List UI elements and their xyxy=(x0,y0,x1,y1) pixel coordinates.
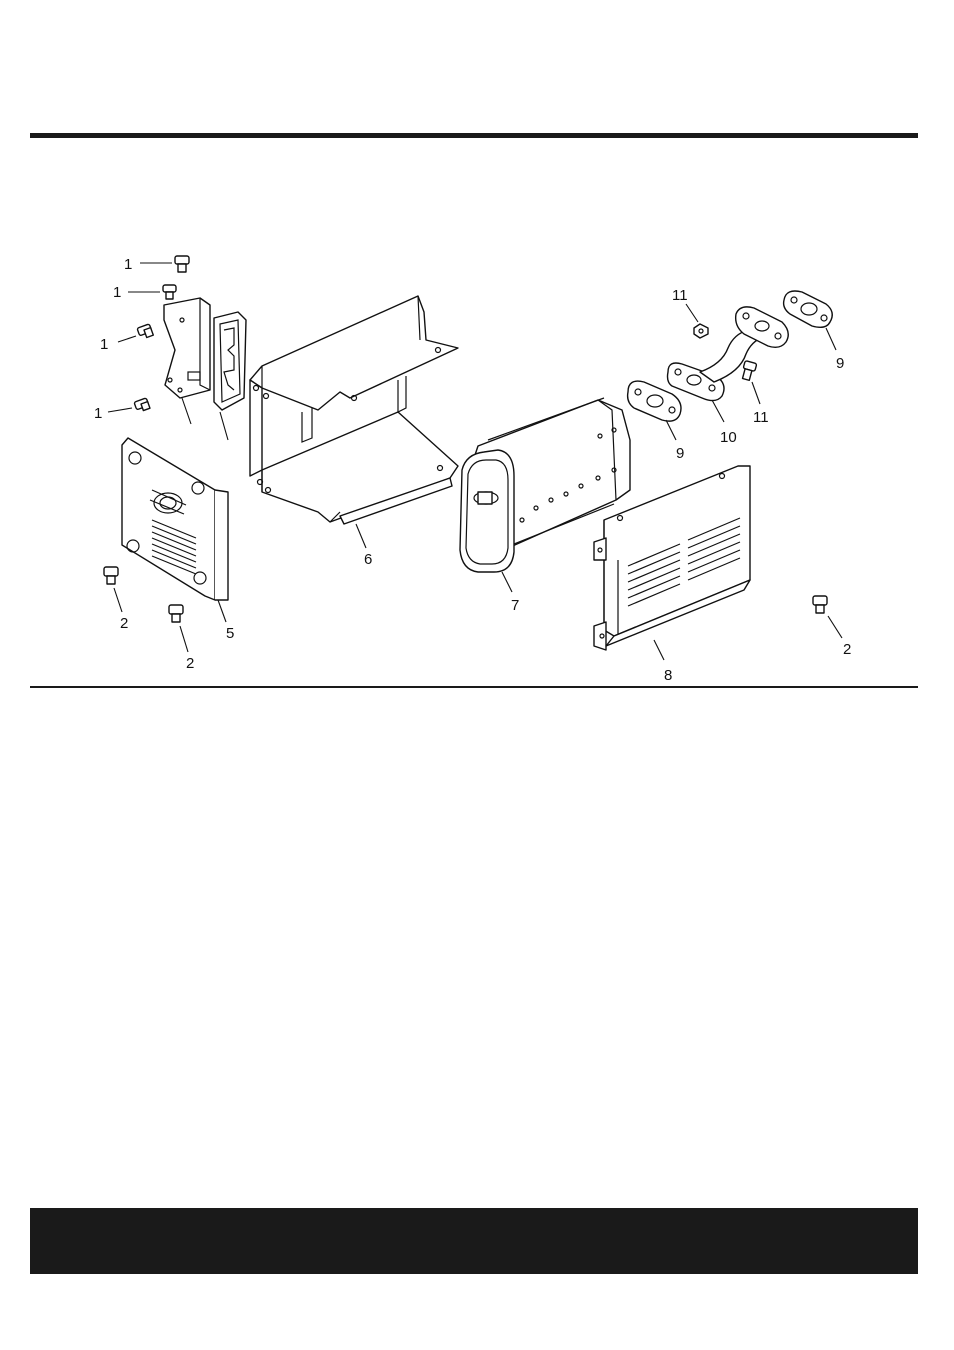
exhaust-pipe xyxy=(668,307,789,401)
bolt-1-second xyxy=(163,285,176,299)
exhaust-gasket-upper xyxy=(784,291,833,327)
diagram-bottom-rule xyxy=(30,686,918,688)
label-part-10: 10 xyxy=(720,429,737,446)
label-part-2c: 2 xyxy=(843,641,851,658)
footer-bar xyxy=(30,1208,918,1274)
label-part-5: 5 xyxy=(226,625,234,642)
label-part-9b: 9 xyxy=(836,355,844,372)
label-part-7: 7 xyxy=(511,597,519,614)
label-part-8: 8 xyxy=(664,667,672,684)
label-part-11a: 11 xyxy=(672,287,688,304)
label-part-1c: 1 xyxy=(100,336,108,353)
label-part-2a: 2 xyxy=(120,615,128,632)
muffler-frame xyxy=(250,296,458,524)
bolt-1-top xyxy=(175,256,189,272)
exploded-parts-diagram: 1 1 1 1 xyxy=(0,0,954,700)
bolt-1-fourth xyxy=(134,398,150,411)
label-part-11b: 11 xyxy=(753,409,769,426)
label-part-1d: 1 xyxy=(94,405,102,422)
bracket-gasket xyxy=(214,312,246,410)
bolt-2-right xyxy=(813,596,827,613)
bolt-2-left xyxy=(104,567,118,584)
label-part-1a: 1 xyxy=(124,256,132,273)
label-part-9a: 9 xyxy=(676,445,684,462)
label-part-1b: 1 xyxy=(113,284,121,301)
label-part-6: 6 xyxy=(364,551,372,568)
bolt-2-center xyxy=(169,605,183,622)
mounting-bracket xyxy=(164,298,210,398)
nut-11 xyxy=(694,324,708,338)
end-cover-plate xyxy=(122,438,228,600)
bolt-11 xyxy=(743,361,757,381)
label-part-2b: 2 xyxy=(186,655,194,672)
bolt-1-third xyxy=(137,324,153,338)
